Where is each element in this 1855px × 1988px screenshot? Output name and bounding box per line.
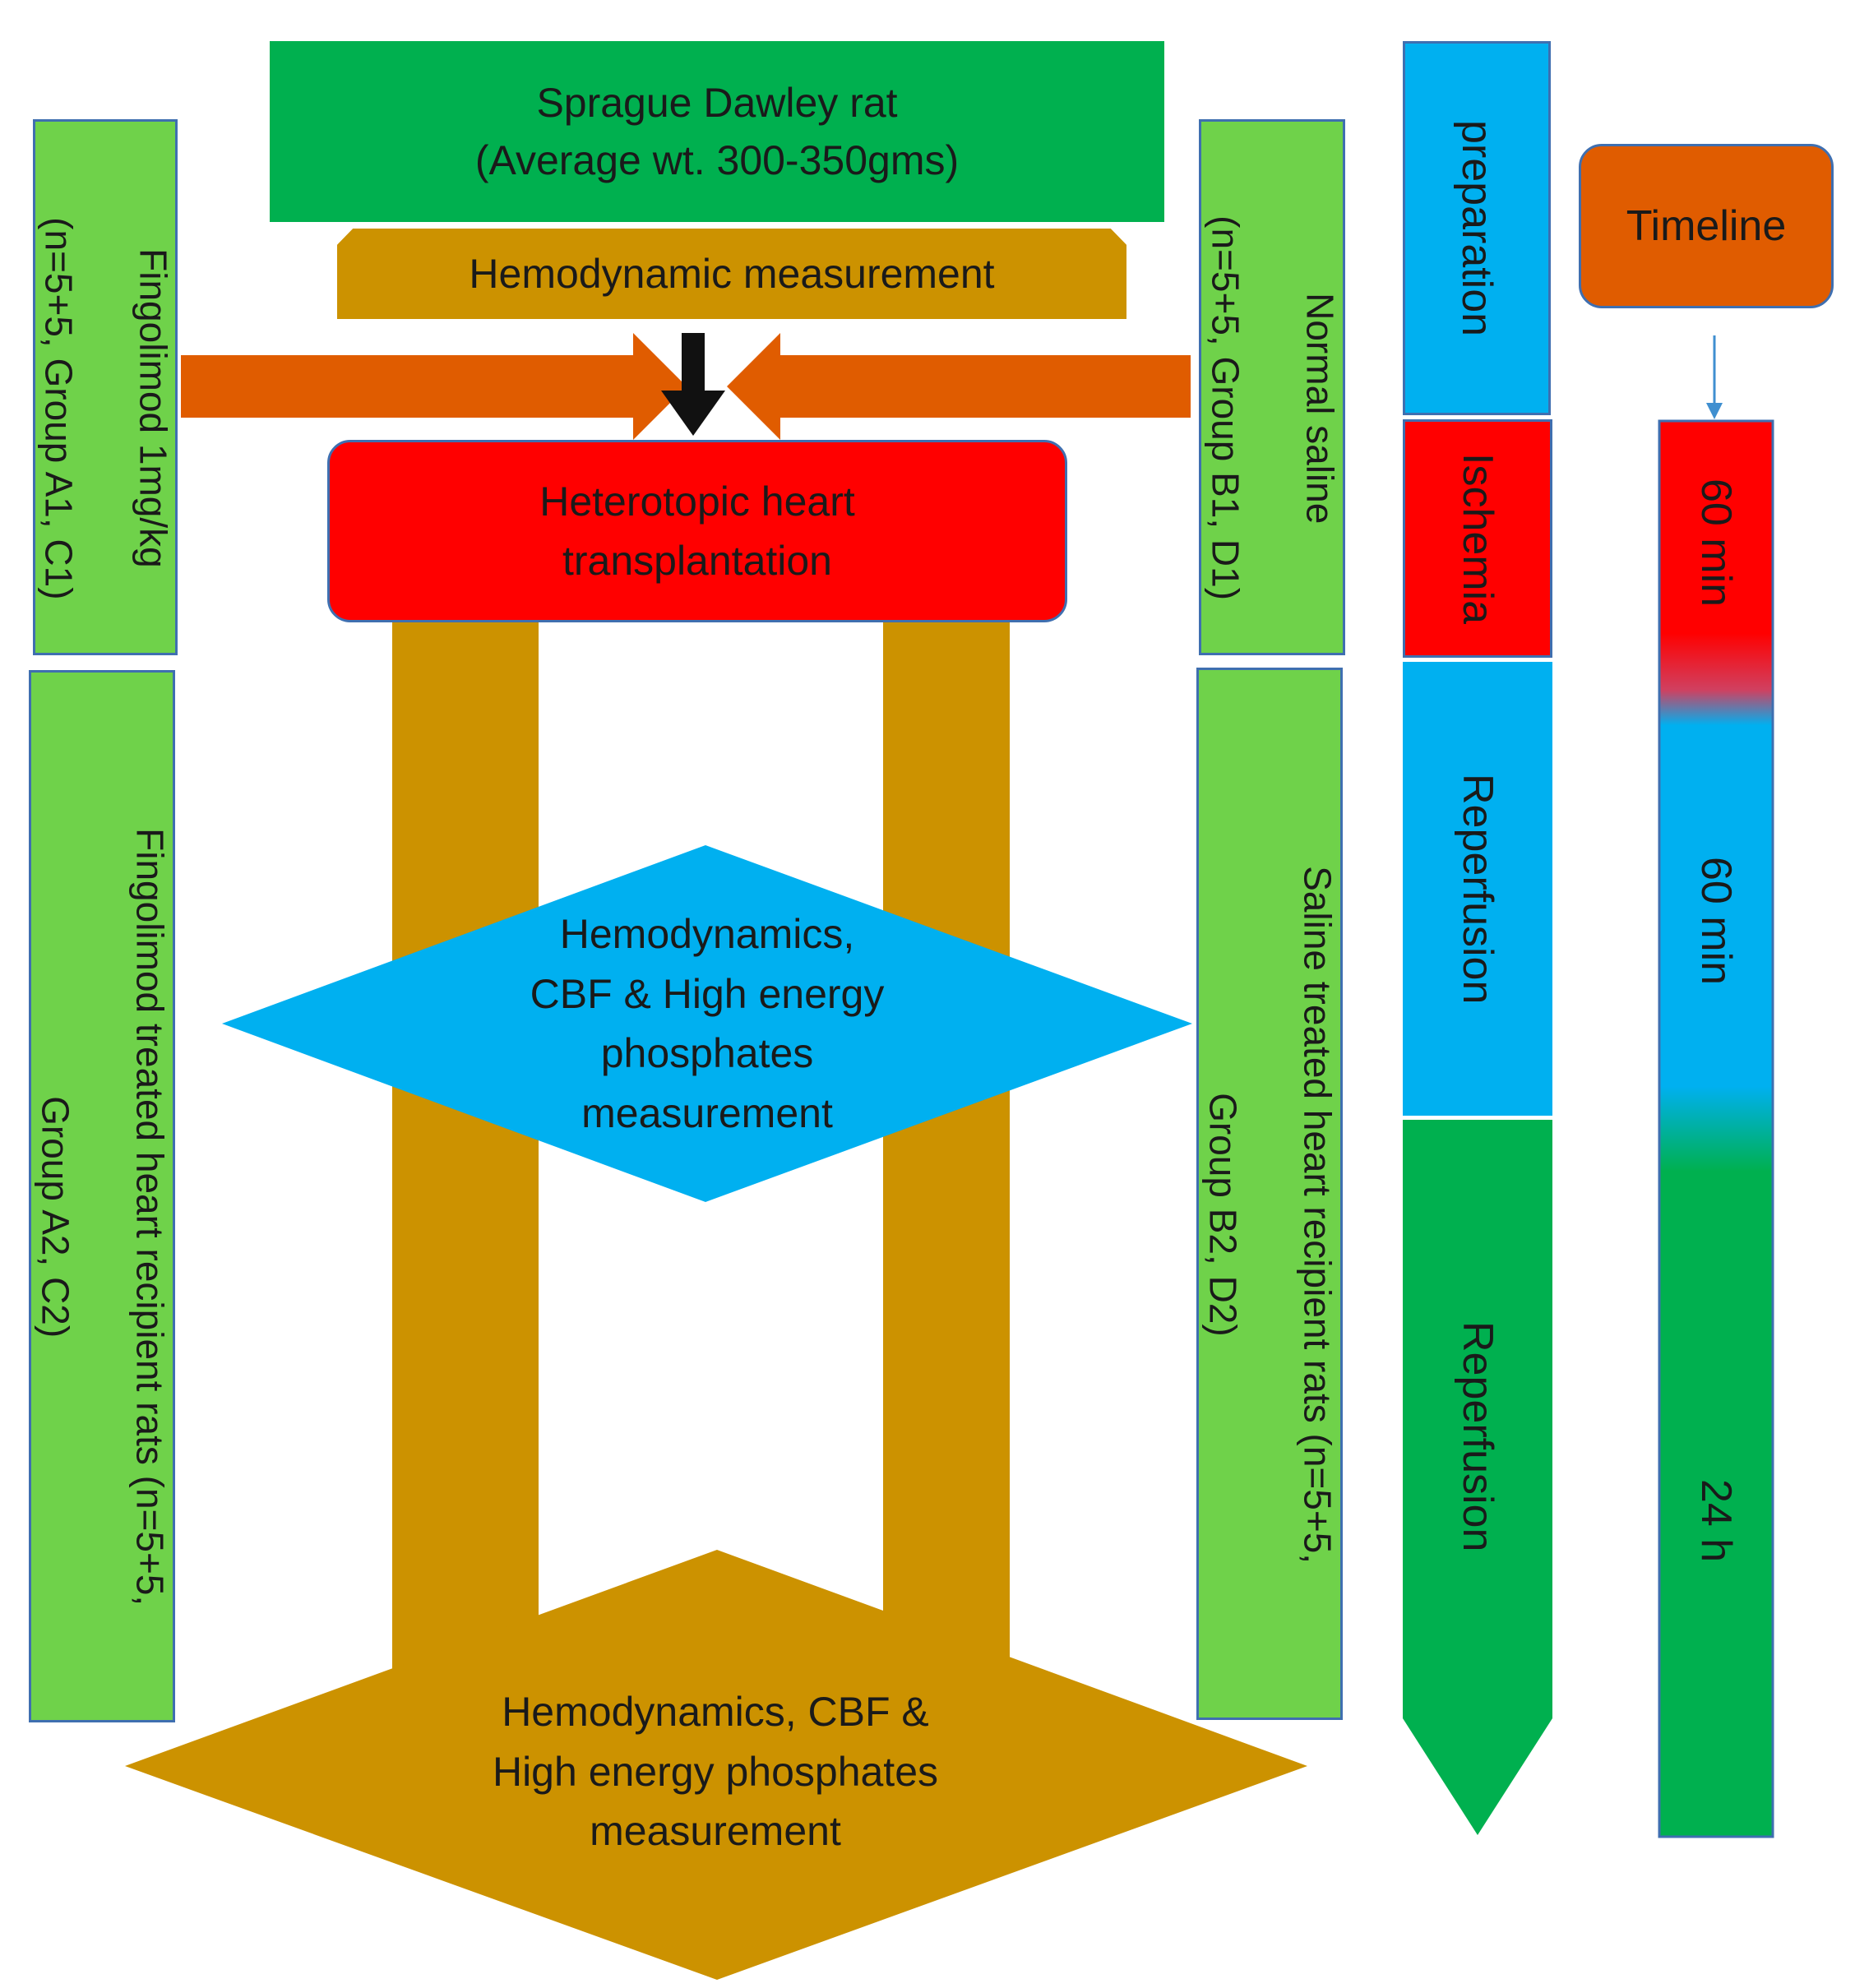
transplant-line2: transplantation: [562, 538, 832, 584]
timeline-24h: 24 h: [1659, 1447, 1773, 1595]
fingolimod-dose: Fingolimod 1mg/kg: [132, 248, 175, 568]
right-pillar: [883, 615, 1010, 1676]
right-orange-arrow: [727, 333, 1191, 440]
saline-dose: Normal saline: [1298, 292, 1342, 525]
timeline-bar: [1658, 419, 1774, 1838]
blue-diamond: [222, 845, 1192, 1202]
blue-diamond-line4: measurement: [581, 1089, 833, 1136]
saline-recipient-line2: Group B2, D2): [1201, 1093, 1245, 1337]
blue-diamond-text: Hemodynamics, CBF & High energy phosphat…: [460, 904, 954, 1143]
brown-diamond-line1: Hemodynamics, CBF &: [502, 1689, 929, 1736]
rat-title: Sprague Dawley rat: [536, 80, 898, 126]
rat-weight: (Average wt. 300-350gms): [474, 137, 960, 183]
phase-ischemia: Ischemia: [1403, 419, 1552, 658]
timeline-60min-reperfusion: 60 min: [1659, 789, 1773, 1052]
saline-group-box: Normal saline (n=5+5, Group B1, D1): [1199, 119, 1345, 655]
phase-reperfusion-arrow: [1403, 1120, 1552, 1835]
phase-reperfusion-1-label: Reperfusion: [1454, 773, 1501, 1005]
saline-recipient-box: Saline treated heart recipient rats (n=5…: [1196, 668, 1343, 1720]
hemodynamic-measurement-label: Hemodynamic measurement: [469, 251, 995, 297]
black-down-arrow: [661, 333, 725, 436]
left-orange-arrow: [181, 333, 687, 440]
brown-diamond-text: Hemodynamics, CBF & High energy phosphat…: [411, 1681, 1020, 1862]
phase-reperfusion-2-label: Reperfusion: [1454, 1320, 1501, 1552]
fingolimod-recipient-line2: Group A2, C2): [34, 1096, 77, 1338]
fingolimod-group-box: Fingolimod 1mg/kg (n=5+5, Group A1, C1): [33, 119, 178, 655]
phase-reperfusion-1: Reperfusion: [1403, 662, 1552, 1116]
timeline-label: Timeline: [1626, 202, 1787, 250]
timeline-t2: 60 min: [1692, 856, 1740, 986]
phase-preparation: preparation: [1403, 41, 1551, 415]
blue-diamond-line3: phosphates: [600, 1030, 814, 1076]
brown-diamond: [125, 1550, 1307, 1980]
saline-group-ids: (n=5+5, Group B1, D1): [1204, 215, 1247, 601]
timeline-box: Timeline: [1579, 144, 1834, 308]
blue-diamond-line1: Hemodynamics,: [559, 911, 855, 957]
left-pillar: [392, 615, 539, 1676]
blue-diamond-line2: CBF & High energy: [530, 970, 885, 1017]
transplant-line1: Heterotopic heart: [539, 478, 855, 525]
brown-diamond-line3: measurement: [590, 1808, 841, 1855]
fingolimod-recipient-box: Fingolimod treated heart recipient rats …: [29, 670, 175, 1722]
phase-reperfusion-2-label-box: Reperfusion: [1403, 1120, 1552, 1720]
timeline-arrow-head: [1706, 403, 1723, 419]
fingolimod-group-text: Fingolimod 1mg/kg (n=5+5, Group A1, C1): [0, 132, 224, 642]
brown-diamond-line2: High energy phosphates: [492, 1748, 939, 1795]
saline-group-text: Normal saline (n=5+5, Group B1, D1): [1154, 132, 1390, 642]
timeline-t3: 24 h: [1692, 1479, 1740, 1563]
phase-preparation-label: preparation: [1453, 119, 1501, 337]
saline-recipient-line1: Saline treated heart recipient rats (n=5…: [1296, 866, 1339, 1565]
saline-recipient-text: Saline treated heart recipient rats (n=5…: [1151, 684, 1388, 1704]
fingolimod-group-ids: (n=5+5, Group A1, C1): [37, 216, 81, 600]
fingolimod-recipient-line1: Fingolimod treated heart recipient rats …: [128, 828, 172, 1607]
timeline-60min-ischemia: 60 min: [1659, 444, 1773, 641]
timeline-t1: 60 min: [1692, 478, 1740, 608]
hemodynamic-measurement-box: Hemodynamic measurement: [337, 229, 1126, 319]
rat-box: Sprague Dawley rat (Average wt. 300-350g…: [270, 41, 1164, 222]
fingolimod-recipient-text: Fingolimod treated heart recipient rats …: [0, 687, 220, 1706]
phase-ischemia-label: Ischemia: [1454, 452, 1501, 625]
transplant-box: Heterotopic heart transplantation: [327, 440, 1067, 622]
